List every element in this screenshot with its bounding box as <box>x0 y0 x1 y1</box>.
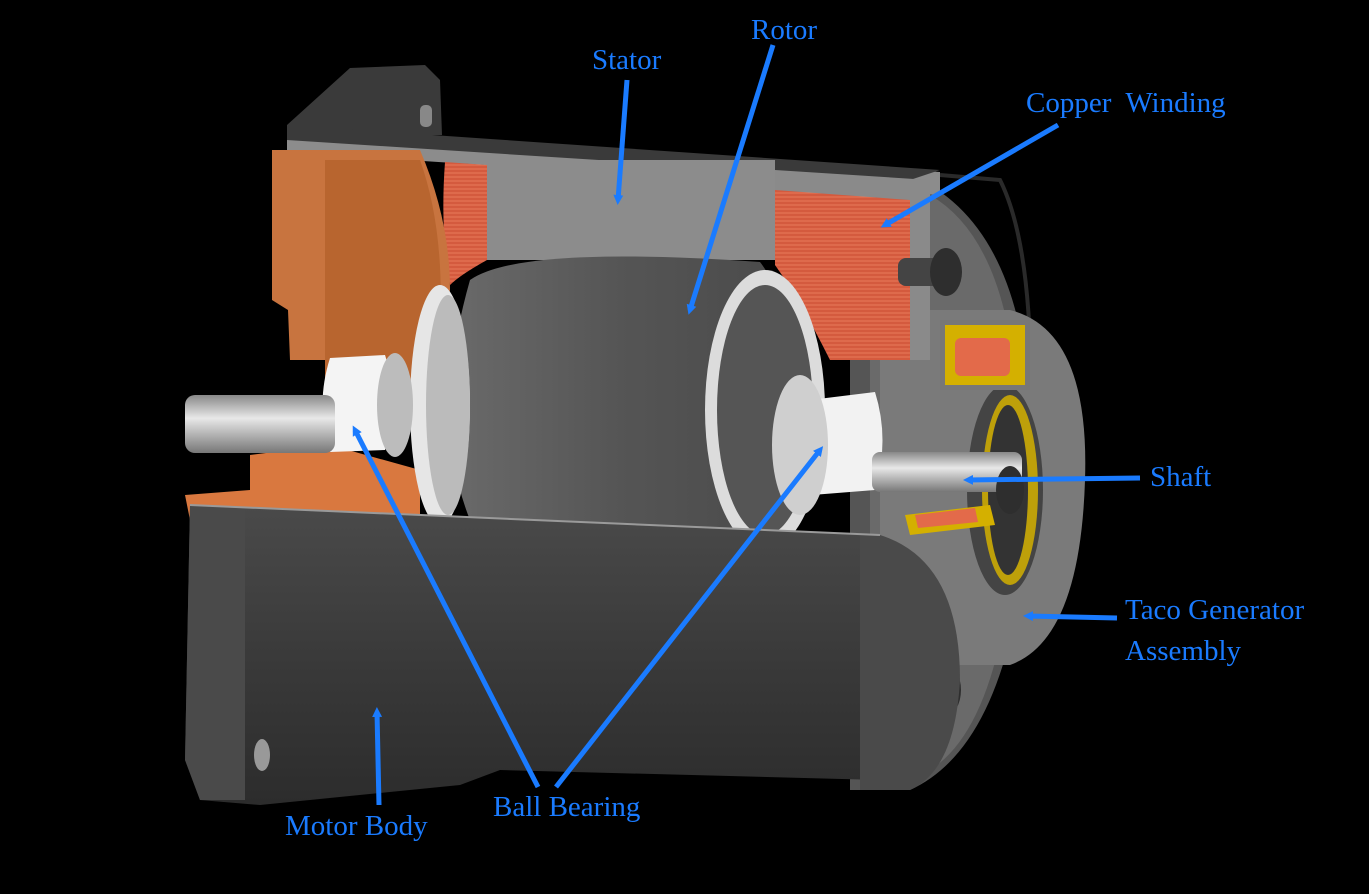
motor-body <box>185 504 960 805</box>
stator <box>485 160 775 260</box>
copper-winding-label: Copper Winding <box>1026 87 1226 119</box>
bearing-front-leader <box>352 425 541 789</box>
stator-leader <box>613 79 630 205</box>
shaft-leader <box>963 474 1141 485</box>
shaft-front <box>185 395 335 453</box>
ball-bearing-front <box>322 353 413 457</box>
bearing-rear-leader <box>554 446 824 789</box>
ball-bearing-label: Ball Bearing <box>493 791 641 823</box>
motor-body-label: Motor Body <box>285 810 428 842</box>
winding-leader <box>880 122 1060 228</box>
stator-label: Stator <box>592 44 662 76</box>
taco-generator-label-line1: Taco Generator <box>1125 594 1305 626</box>
leader-lines <box>352 44 1141 806</box>
top-mount-flange <box>287 65 442 135</box>
rotor <box>410 256 825 550</box>
taco-generator-label-line2: Assembly <box>1125 635 1241 667</box>
motor-body-leader <box>372 707 383 806</box>
rotor-label: Rotor <box>751 14 818 46</box>
screw-top <box>898 248 962 296</box>
ball-bearing-rear <box>772 375 883 515</box>
shaft-label: Shaft <box>1150 461 1212 493</box>
rotor-leader <box>686 44 776 315</box>
front-end-cap <box>185 150 450 520</box>
taco-leader <box>1023 611 1118 622</box>
screw-center <box>996 466 1024 514</box>
